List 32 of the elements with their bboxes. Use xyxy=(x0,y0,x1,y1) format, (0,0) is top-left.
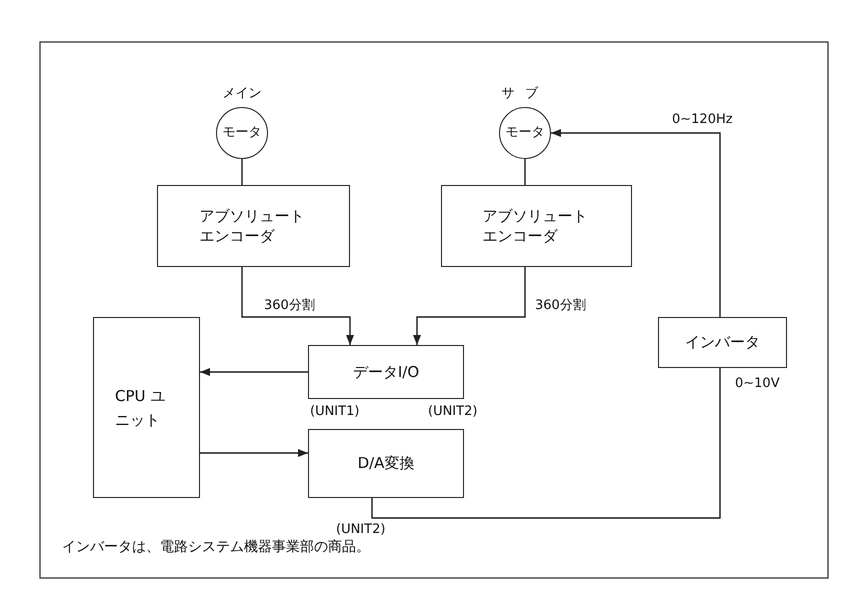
edge-label: 360分割 xyxy=(262,296,317,314)
node-label: CPU ユニット xyxy=(115,386,166,430)
node-caption: メイン xyxy=(222,85,262,102)
arrow xyxy=(200,368,308,376)
da-converter-box xyxy=(308,429,464,498)
motor-circle xyxy=(499,107,551,159)
node-caption: (UNIT1) xyxy=(310,404,360,419)
motor-circle xyxy=(216,107,268,159)
node-label: アブソリュートエンコーダ xyxy=(482,206,588,246)
inverter-box xyxy=(658,317,787,368)
connector-line xyxy=(524,159,526,185)
node-label: インバータ xyxy=(685,332,760,353)
node-caption: サブ xyxy=(502,85,548,102)
connector-line xyxy=(241,159,243,185)
encoder-box xyxy=(157,185,350,267)
node-caption: (UNIT2) xyxy=(428,404,478,419)
edge-label: 360分割 xyxy=(533,296,588,314)
arrow xyxy=(241,267,354,345)
connector-line xyxy=(371,368,721,519)
node-label: D/A変換 xyxy=(358,453,414,474)
data-io-box xyxy=(308,345,464,399)
node-label: データI/O xyxy=(352,362,420,382)
node-label: モータ xyxy=(222,124,262,142)
node-label: モータ xyxy=(506,124,544,142)
node-label: アブソリュートエンコーダ xyxy=(200,206,306,246)
arrow xyxy=(413,267,526,345)
encoder-box xyxy=(441,185,632,267)
caption: インバータは、電路システム機器事業部の商品。 xyxy=(62,538,370,556)
arrow xyxy=(200,449,308,457)
arrow xyxy=(551,129,721,317)
node-caption: (UNIT2) xyxy=(336,522,386,537)
cpu-unit-box xyxy=(93,317,200,498)
